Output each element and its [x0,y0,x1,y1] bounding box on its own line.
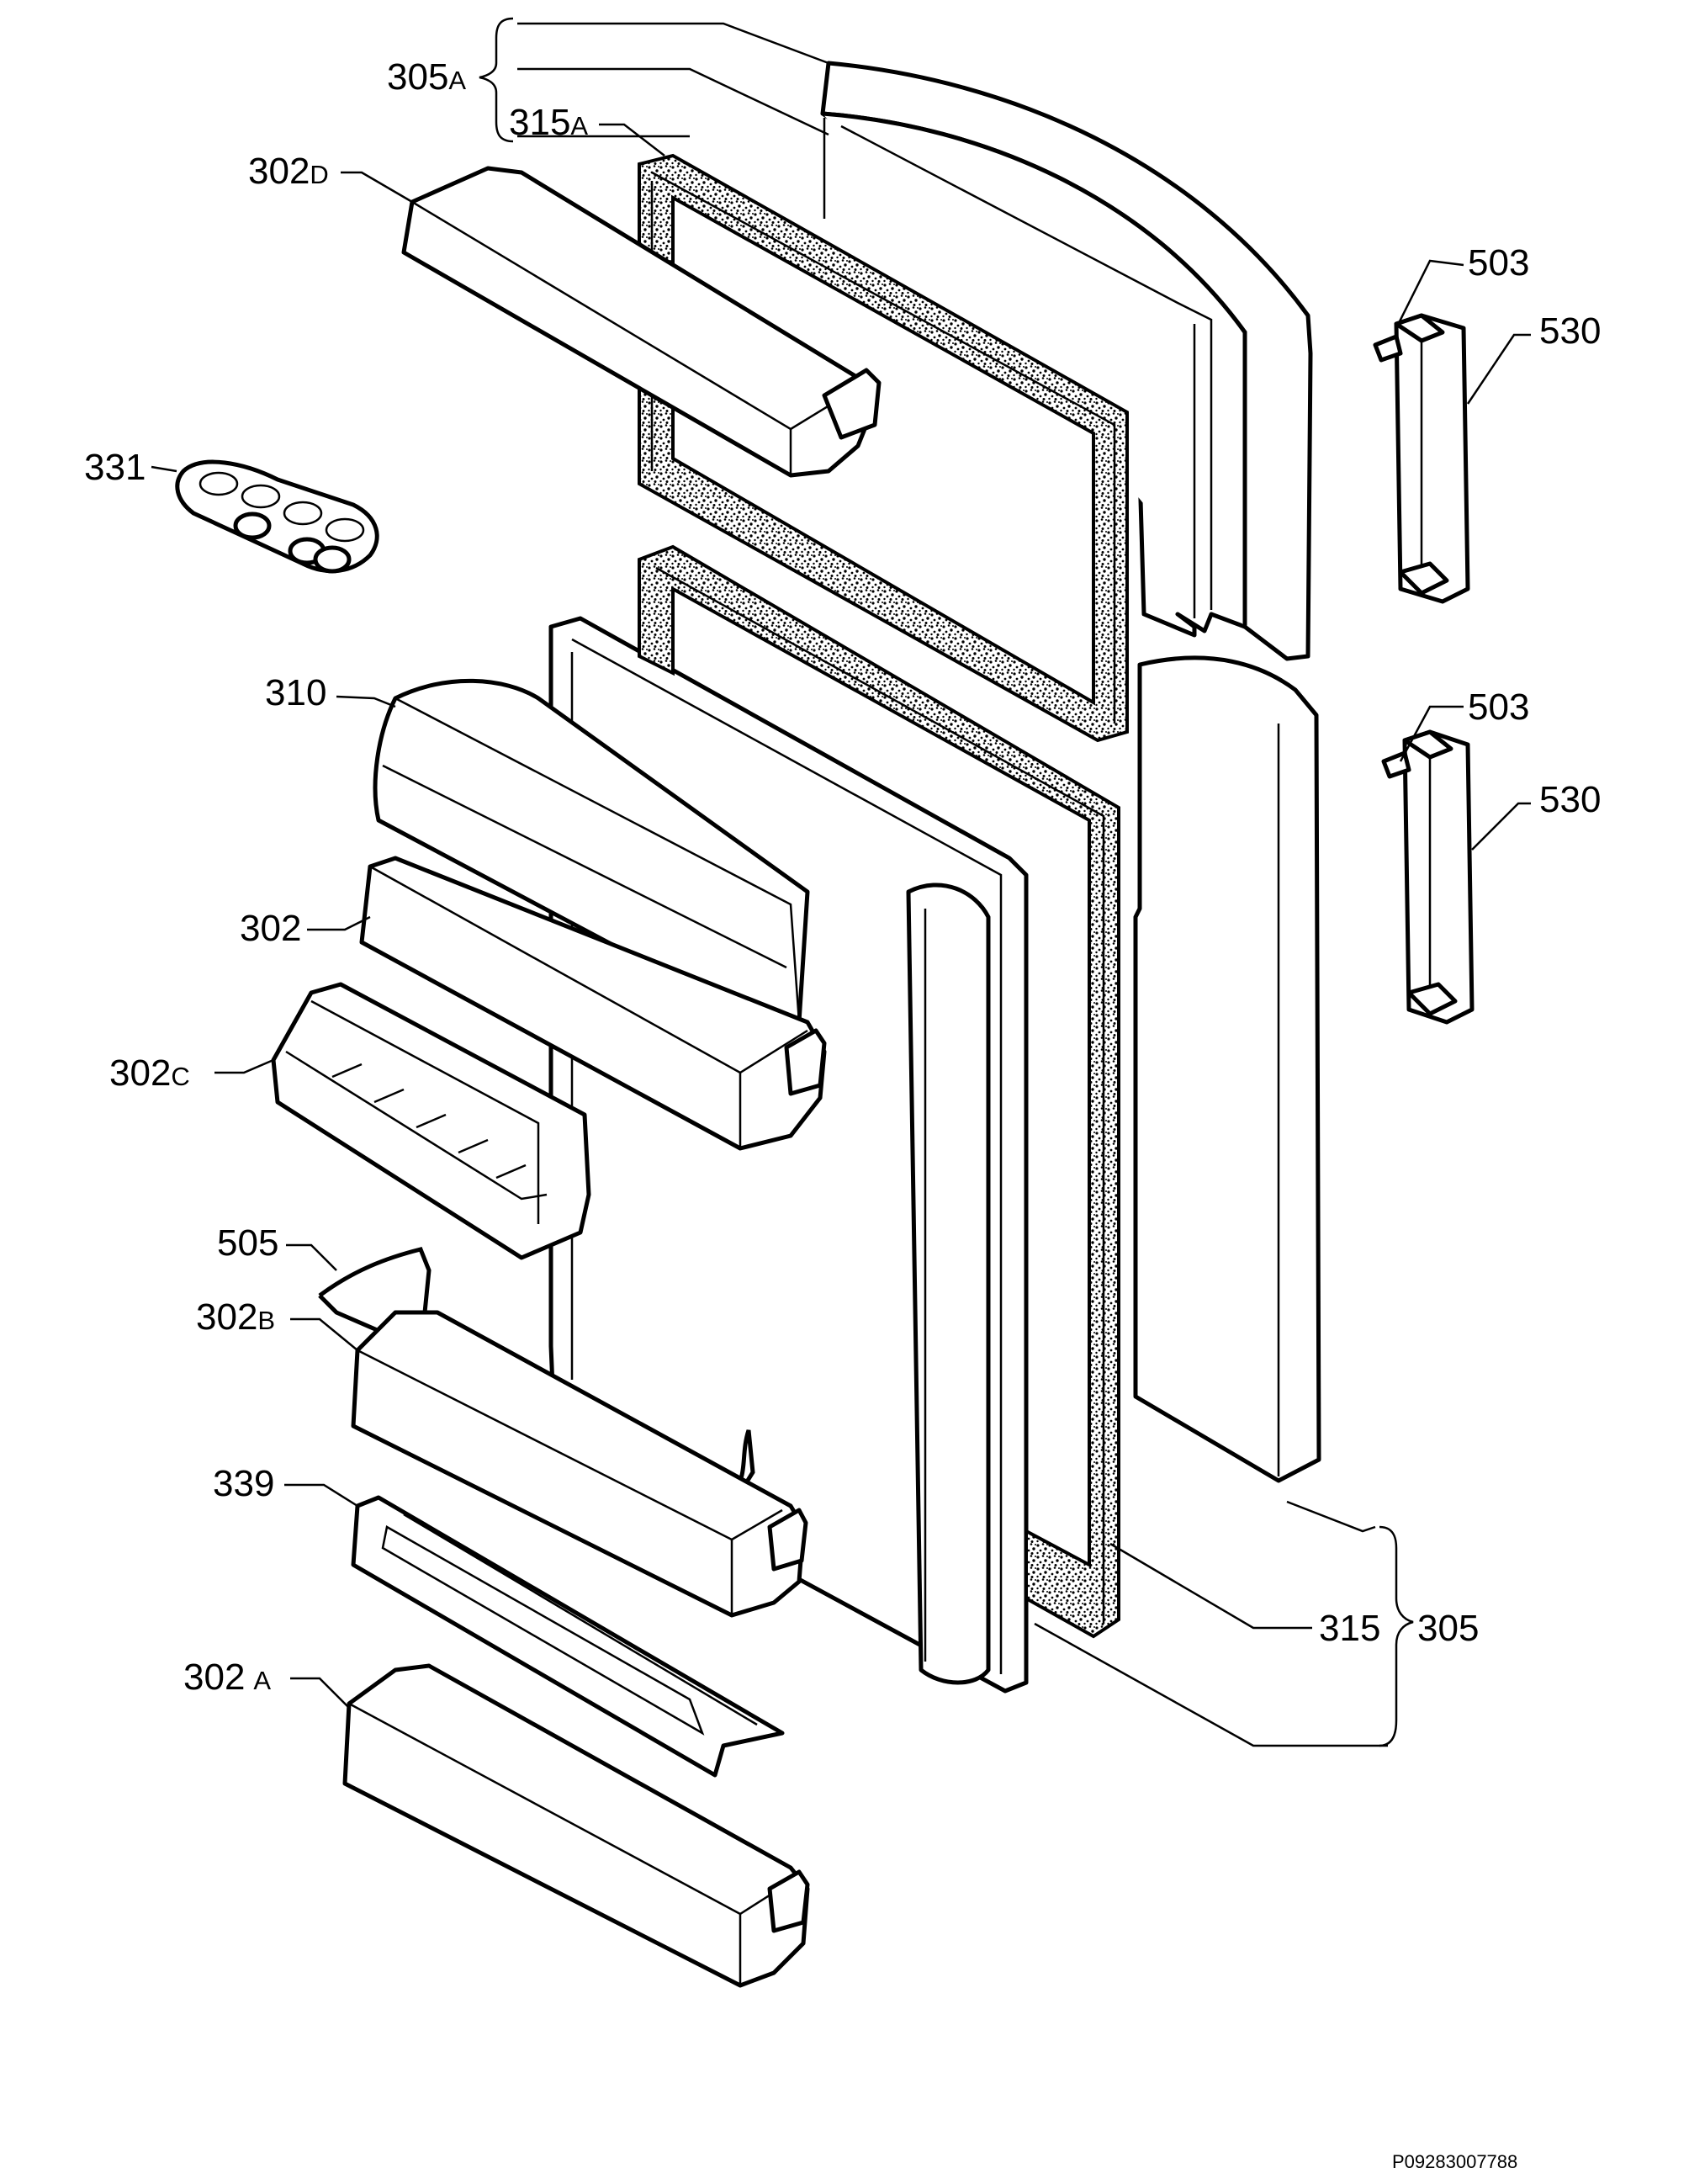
bottle-rack-302c [271,982,591,1260]
drawing-code: P09283007788 [1392,2151,1517,2172]
label-302d: 302D [248,151,329,192]
egg-tray-331 [175,459,379,574]
shelf-cover-339 [351,1495,785,1778]
bracket-305a [479,17,514,143]
door-shelf-302a [342,1663,810,1988]
label-302: 302 [240,908,301,949]
label-503-lower: 503 [1468,686,1529,728]
label-503-upper: 503 [1468,242,1529,284]
label-315a: 315A [509,102,588,143]
label-302b: 302B [196,1296,275,1338]
part-labels: 305A 315A 302D 331 503 530 503 530 310 3… [84,56,1601,1698]
label-302c: 302C [109,1052,190,1094]
door-shelf-302 [359,856,827,1151]
label-339: 339 [213,1463,274,1504]
fridge-door-305 [548,616,1321,1694]
freezer-door-305a [820,61,1313,661]
label-530-upper: 530 [1539,310,1601,352]
label-530-lower: 530 [1539,779,1601,820]
label-305: 305 [1417,1608,1479,1649]
door-shelf-302d [401,166,882,478]
label-315: 315 [1319,1608,1380,1649]
door-handle-upper-530 [1373,313,1470,604]
dairy-compartment-310 [373,678,810,1033]
label-331: 331 [84,447,146,488]
label-505: 505 [217,1222,278,1264]
fridge-gasket-315 [638,544,1120,1639]
door-handle-lower-530 [1381,729,1475,1025]
label-305a: 305A [387,56,466,98]
leader-lines [151,17,1531,1747]
door-shelf-302b [351,1310,808,1618]
bracket-305 [1379,1525,1414,1747]
label-310: 310 [265,672,326,713]
